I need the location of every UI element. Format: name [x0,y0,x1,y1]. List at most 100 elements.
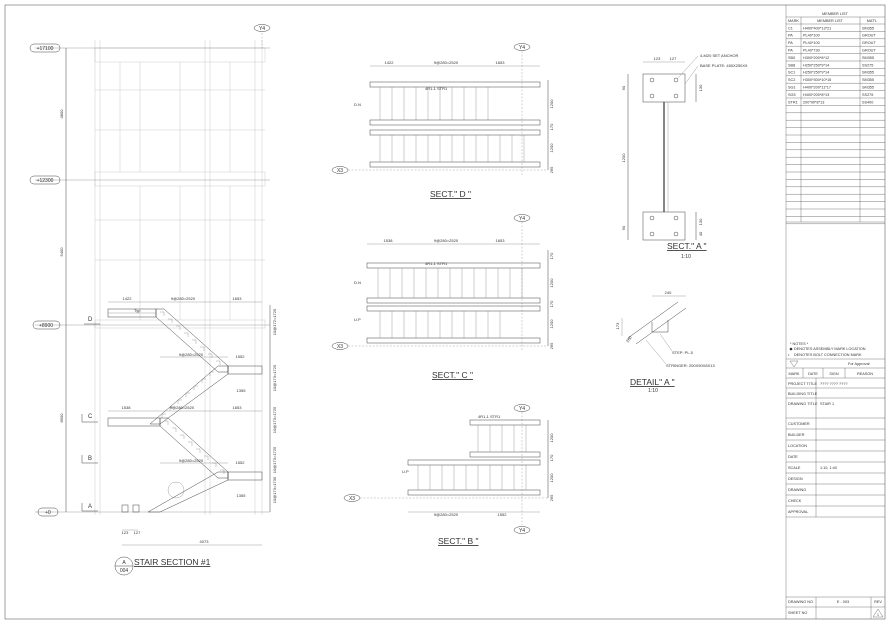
svg-text:+8900: +8900 [39,323,53,329]
sect-c-right-dim-4: 1200 [549,319,554,329]
drawing-no-value: E - 003 [837,600,849,604]
stair-section-title-bubble: A 004 [114,556,134,576]
sect-a-anchor-label: 4-M20 SET ANCHOR [700,53,738,58]
member-row-4-col-2: PL40*730 [803,49,820,53]
sect-b-gridline-y4-bottom: Y4 [519,528,525,534]
sect-d-right-dim-2: 170 [549,123,554,130]
tb-field-value-8: 1:10, 1:40 [820,466,837,470]
member-row-9-col-3: SM355 [862,86,874,90]
stair-bottom-dim-1: 123 [122,530,129,535]
sect-a-scale: 1:10 [681,254,691,260]
stair-section-title: STAIR SECTION #1 [134,557,211,567]
sheet-no-label: SHEET NO [788,611,807,615]
member-row-9-col-2: H400*200*11*17 [803,86,831,90]
detail-a-dim-side-1: 173 [615,322,620,329]
stair-right-dim-5: 10@173=1735 [272,476,277,503]
stair-mid-dim-6: 1653 [233,405,243,410]
sect-c-right-dim-2: 1200 [549,278,554,288]
sect-b-right-dim-4: 265 [549,494,554,501]
tb-field-label-8: SCALE [788,466,801,470]
detail-a-view: 240 173 280 STEP: PL.5 STRINGER: 200X90X… [615,290,715,394]
sect-a-side-dim-1: 90 [621,85,626,90]
detail-a-dim-top: 240 [665,290,672,295]
svg-text:A: A [122,560,126,566]
sect-b-bottom-dim-2: 1552 [498,512,508,517]
stair-landing-top [107,308,157,318]
sect-b-title: SECT." B " [438,536,479,546]
sect-c-top-dim-1: 1538 [384,238,394,243]
stair-mid-dim-2: 1552 [236,354,246,359]
sect-d-title: SECT." D " [430,189,471,199]
member-row-7-col-2: H250*250*9*14 [803,71,829,75]
sect-a-plate-label: BASE PLATE: 450X250X9 [700,63,748,68]
member-row-8-col-3: SM355 [862,78,874,82]
level-marker-8900: +8900 [32,320,61,330]
sect-a-side-dim-3: 1200 [621,153,626,163]
sect-b-right-dim-2: 170 [549,454,554,461]
sect-a-side-dim-6: 90 [621,225,626,230]
note-1: DENOTES ASSEMBLY MARK LOCATION [794,347,866,351]
sect-c-right-dim-3: 170 [549,300,554,307]
sect-b-right-dim-1: 1200 [549,433,554,443]
sect-c-top-dim-2: 9@280=2520 [434,238,459,243]
sect-b-direction: U.P [402,469,409,474]
member-row-10-col-1: SG5 [788,93,796,97]
member-row-1-col-2: H400*400*13*21 [803,26,831,30]
landing-mark-c: C [88,414,93,420]
member-col-matl: MAT'L [867,19,878,23]
member-row-10-col-3: SS275 [862,93,873,97]
stair-flight-2 [149,365,229,425]
member-row-3-col-1: PA [788,41,793,45]
tb-field-value-1: ???? ???? ???? [820,382,847,386]
tb-field-label-4: CUSTOMER [788,422,810,426]
svg-text:004: 004 [120,568,129,574]
revision-col-sign: SIGN [829,372,839,376]
member-row-11-col-3: SS400 [862,100,873,104]
sect-c-title: SECT." C " [432,370,473,380]
sect-b-gridline-y4-top: Y4 [519,406,525,412]
stair-mid-dim-8: 1552 [236,460,246,465]
member-row-1-col-1: C1 [788,26,793,30]
sect-d-member-label: 4R1-1 STR1 [425,86,448,91]
notes-block: * NOTES * DENOTES ASSEMBLY MARK LOCATION… [788,342,866,357]
tb-field-label-7: DATE [788,455,798,459]
sect-d-gridline-y4: Y4 [519,45,525,51]
sect-a-top-dim-1: 123 [654,56,661,61]
member-col-mark: MARK [788,19,799,23]
detail-a-dim-side-2: 280 [625,334,633,343]
stair-right-dim-2: 10@173=1725 [272,364,277,391]
detail-a-title: DETAIL" A " [630,377,675,387]
sect-d-top-dim-1: 1422 [385,60,395,65]
member-row-5-col-3: SM355 [862,56,874,60]
sect-c-gridline-x3: X3 [337,344,343,350]
rev-mark: 1 [877,613,879,617]
member-row-3-col-2: PL40*100 [803,41,820,45]
sect-c-right-dim-5: 265 [549,342,554,349]
revision-status: For Approval [848,362,870,366]
level-marker-0: +0 [37,507,59,517]
sect-b-gridline-x3: X3 [349,496,355,502]
stair-bottom-dim-3: 4073 [200,539,210,544]
stair-right-dim-1: 10@172=1725 [272,308,277,335]
revision-col-reason: REASON [857,372,873,376]
detail-a-step-label: STEP: PL.5 [672,350,694,355]
stair-landing-right-3 [227,471,263,481]
stair-section-view: Y4 +17100 +12300 +8900 +0 4800 5400 8900… [29,24,277,576]
tb-field-label-10: DRAWING [788,488,806,492]
tb-field-label-1: PROJECT TITLE [788,382,817,386]
member-row-11-col-2: 200*90*8*13 [803,100,824,104]
notes-title: * NOTES * [790,342,809,346]
stair-mid-dim-7: 9@280=2520 [179,458,204,463]
member-row-2-col-1: PA [788,34,793,38]
sect-a-side-dim-4: 130 [698,218,703,225]
member-row-1-col-3: SM355 [862,26,874,30]
stair-flight-3 [159,417,229,479]
stair-top-dim-1: 1422 [123,296,133,301]
note-2: DENOTES BOLT CONNECTION MARK [794,353,862,357]
member-row-4-col-1: PA [788,49,793,53]
sect-b-member-label: 4R1-1 STR1 [478,414,501,419]
sect-d-gridline-x3: X3 [337,168,343,174]
member-row-8-col-2: H300*300*10*15 [803,78,831,82]
tb-field-label-3: DRAWING TITLE [788,402,818,406]
